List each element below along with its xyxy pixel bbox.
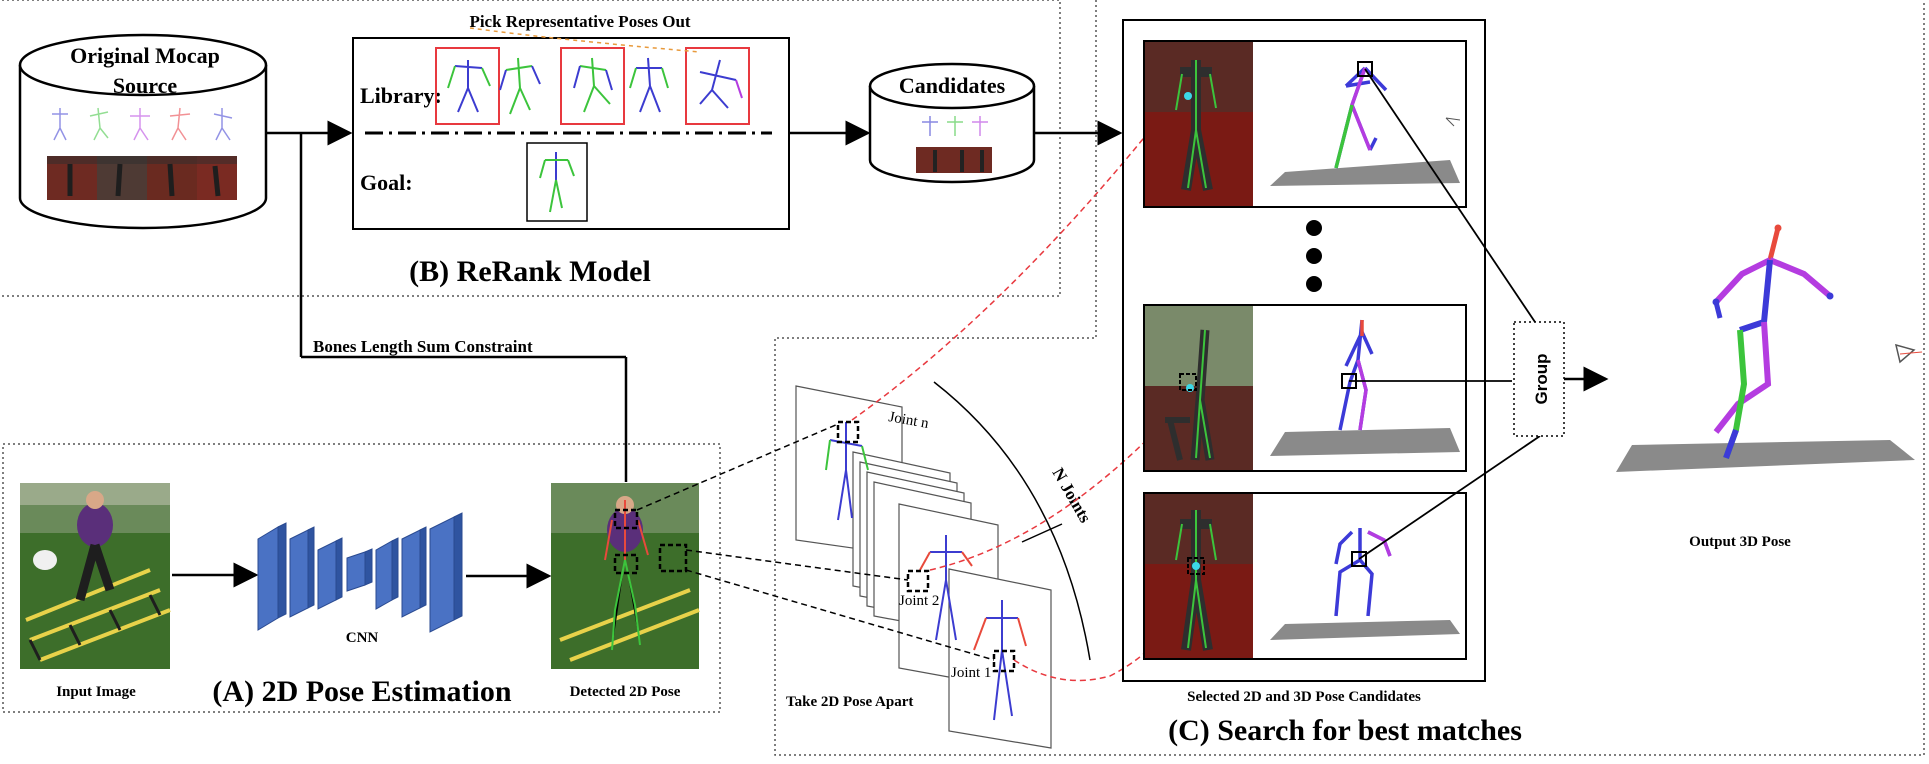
output-label: Output 3D Pose [1689, 534, 1791, 550]
n-joints-label: N Joints [1049, 465, 1096, 527]
joint-2-label: Joint 2 [899, 593, 939, 609]
candidate-card-3 [1143, 492, 1467, 660]
mocap-source-database: Original Mocap Source [18, 33, 268, 230]
detected-pose-label: Detected 2D Pose [570, 684, 681, 700]
more-candidates-dots [1306, 220, 1322, 292]
rerank-header: Pick Representative Poses Out [469, 12, 690, 31]
n-joints-brace [933, 381, 1091, 661]
take-apart-label: Take 2D Pose Apart [786, 694, 913, 710]
joint-1-label: Joint 1 [951, 665, 991, 681]
mocap-skeleton-thumbnails [52, 107, 233, 141]
joint-pages [795, 385, 1052, 749]
cnn-network [257, 512, 463, 633]
library-poses [435, 47, 750, 125]
rerank-title: (B) ReRank Model [409, 255, 651, 288]
candidate-card-2 [1143, 304, 1467, 472]
candidates-label: Candidates [899, 73, 1006, 98]
library-label: Library: [360, 83, 442, 108]
goal-label: Goal: [360, 170, 413, 195]
joint-extraction-links [636, 423, 995, 661]
input-image-label: Input Image [56, 684, 136, 700]
detected-pose-image [551, 483, 700, 669]
input-image [20, 483, 171, 669]
candidate-card-1 [1143, 40, 1467, 208]
joint-n-label: Joint n [887, 409, 930, 432]
selected-candidates-label: Selected 2D and 3D Pose Candidates [1187, 689, 1421, 705]
mocap-source-title-1: Original Mocap [70, 43, 220, 68]
goal-skeleton [539, 152, 575, 213]
search-panel [1122, 19, 1486, 682]
cnn-label: CNN [346, 630, 379, 646]
group-links [1349, 68, 1541, 560]
group-box: Group [1513, 321, 1565, 437]
candidates-database: Candidates [868, 62, 1036, 184]
mocap-source-title-2: Source [113, 73, 178, 98]
region-estimation-boundary [2, 443, 721, 713]
ground-plane [1270, 160, 1460, 186]
output-3d-pose [1616, 224, 1923, 472]
group-label: Group [1532, 354, 1551, 405]
estimation-title: (A) 2D Pose Estimation [212, 675, 511, 708]
search-title: (C) Search for best matches [1168, 714, 1522, 747]
match-links [851, 79, 1191, 682]
mocap-photo-strip [47, 156, 237, 200]
rerank-model: Pick Representative Poses Out Library: G… [352, 12, 790, 288]
constraint-label: Bones Length Sum Constraint [313, 337, 533, 356]
